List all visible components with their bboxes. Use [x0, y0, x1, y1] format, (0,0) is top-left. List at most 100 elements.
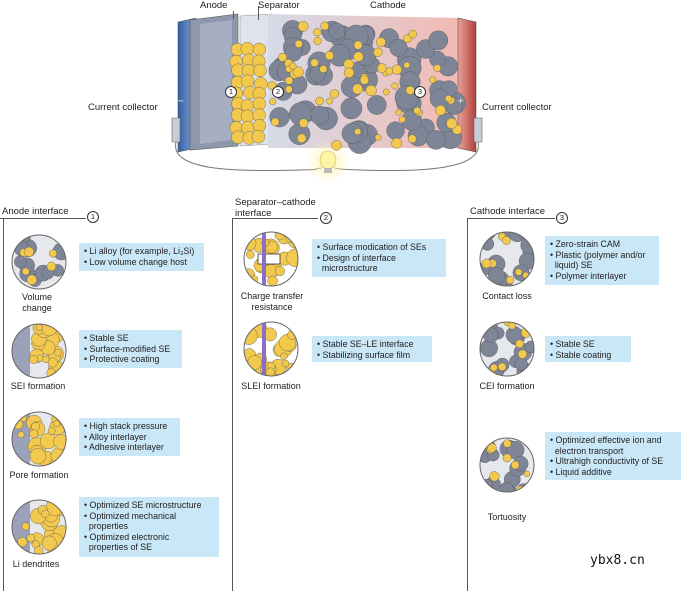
plus-sign: +	[458, 96, 464, 107]
thumb-particle	[280, 352, 288, 360]
thumb-particle	[248, 322, 258, 327]
anode-sei-box: • Stable SE • Surface-modified SE • Prot…	[79, 330, 182, 368]
thumb-particle	[502, 453, 512, 463]
thumb-particle	[57, 235, 66, 243]
active-particle	[367, 95, 387, 115]
thumb-particle	[46, 261, 57, 272]
electrolyte-particle	[353, 40, 363, 50]
anode-interface-title: Anode interface	[2, 206, 69, 217]
electrolyte-particle	[352, 83, 364, 95]
thumb-particle	[480, 237, 495, 251]
thumb-particle	[520, 236, 534, 254]
bullet: • Plastic (polymer and/or	[550, 249, 646, 260]
thumb-particle	[517, 349, 528, 359]
anode-interface-axis	[3, 218, 4, 591]
electrolyte-particle	[329, 89, 340, 99]
thumb-particle	[488, 267, 505, 285]
electrolyte-particle	[391, 82, 399, 90]
thumb-particle	[481, 258, 492, 269]
active-particle	[426, 130, 446, 150]
thumb-particle	[52, 420, 60, 428]
thumb-particle	[247, 355, 262, 370]
sulfur-particle	[253, 63, 267, 78]
electrolyte-particle	[284, 76, 294, 85]
electrolyte-particle	[313, 28, 322, 37]
bullet: • Stable coating	[550, 349, 612, 360]
electrolyte-particle	[278, 52, 288, 62]
bullet: • Li alloy (for example, Li₃Si)	[84, 246, 195, 256]
thumb-particle	[17, 537, 28, 548]
electrolyte-particle	[413, 106, 421, 115]
bullet: • Protective coating	[84, 354, 160, 364]
sulfur-particle	[231, 130, 245, 144]
electrolyte-particle	[374, 134, 382, 141]
bullet: • Optimized SE microstructure	[84, 500, 202, 510]
active-particle	[328, 22, 346, 40]
marker-1: 1	[225, 86, 237, 98]
electrolyte-particle	[391, 64, 403, 75]
electrolyte-particle	[343, 67, 355, 78]
thumb-particle	[267, 275, 278, 286]
thumb-particle	[26, 533, 36, 543]
thumb-particle	[49, 249, 58, 258]
electrode-particles	[229, 20, 466, 154]
thumb-particle	[502, 235, 511, 245]
thumb-particle	[274, 265, 285, 277]
separator-cathode-rule	[232, 218, 318, 219]
pore-formation-thumbnail	[10, 410, 68, 468]
thumb-particle	[489, 471, 500, 482]
thumb-particle	[515, 268, 523, 276]
bullet: liquid) SE	[550, 260, 593, 270]
electrolyte-particle	[398, 116, 406, 123]
thumb-particle	[14, 255, 27, 269]
electrolyte-particle	[382, 88, 390, 96]
thumb-particle	[503, 439, 512, 448]
electrolyte-particle	[365, 84, 377, 96]
sulfur-particle	[240, 42, 255, 56]
anode-leader	[233, 11, 234, 19]
bullet: • Surface modication of SEs	[317, 242, 427, 252]
thumb-particle	[281, 359, 290, 368]
thumb-particle	[26, 274, 38, 285]
charge-transfer-caption: Charge transfer resistance	[240, 291, 304, 312]
minus-sign: −	[178, 96, 184, 107]
bullet: microstructure	[317, 263, 378, 273]
anode-pore-box: • High stack pressure • Alloy interlayer…	[79, 418, 180, 456]
thumb-particle	[523, 470, 531, 478]
anode-interface-number: 1	[87, 211, 99, 223]
electrolyte-particle	[429, 76, 437, 84]
thumb-particle	[523, 280, 530, 286]
bullet: • Optimized mechanical	[84, 510, 177, 521]
charge-transfer-thumbnail	[242, 230, 300, 288]
electrolyte-particle	[289, 62, 297, 70]
thumb-particle	[17, 431, 25, 439]
separator-cathode-axis	[232, 218, 233, 591]
bullet: • Ultrahigh conductivity of SE	[550, 456, 664, 466]
electrolyte-particle	[354, 128, 362, 136]
electrolyte-particle	[408, 29, 418, 39]
li-dendrites-thumbnail	[10, 498, 68, 556]
thumb-particle	[524, 340, 534, 354]
separator-slei-box: • Stable SE–LE interface • Stabilizing s…	[312, 336, 432, 362]
thumb-particle	[244, 327, 258, 345]
contact-loss-thumbnail	[478, 230, 536, 288]
thumb-particle	[499, 482, 514, 492]
electrolyte-particle	[377, 63, 387, 73]
bullet: properties of SE	[84, 542, 152, 552]
electrolyte-particle	[373, 47, 383, 57]
electrolyte-particle	[359, 75, 370, 85]
electrolyte-particle	[315, 96, 324, 106]
cathode-interface-number: 3	[556, 212, 568, 224]
active-particle	[389, 38, 408, 57]
pore-formation-caption: Pore formation	[9, 470, 69, 480]
electrolyte-particle	[331, 140, 342, 151]
bullet: properties	[84, 521, 129, 531]
separator-cathode-title: Separator–cathode interface	[235, 197, 316, 219]
electrolyte-particle	[320, 21, 330, 31]
sulfur-particle	[240, 109, 255, 124]
thumb-particle	[483, 327, 499, 343]
electrolyte-particle	[270, 117, 280, 127]
electrolyte-particle	[391, 137, 403, 149]
thumb-particle	[41, 509, 50, 518]
cathode-interface-axis	[467, 218, 468, 591]
